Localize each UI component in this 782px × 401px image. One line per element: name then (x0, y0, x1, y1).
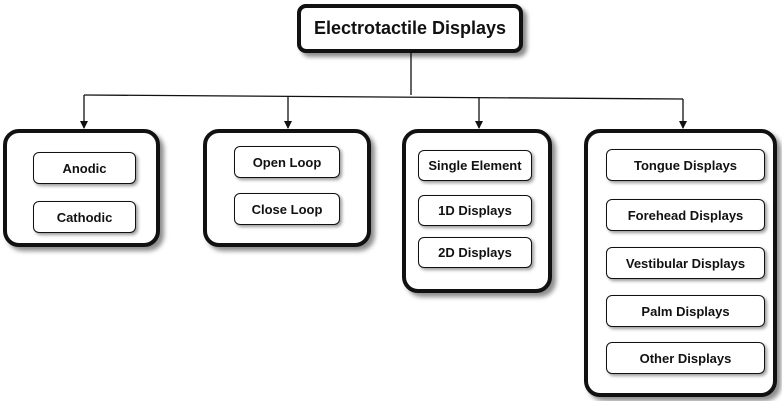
item-other-displays: Other Displays (606, 342, 765, 374)
root-node: Electrotactile Displays (297, 4, 523, 53)
item-2d-displays: 2D Displays (418, 237, 532, 268)
group-dimensionality: Single Element 1D Displays 2D Displays (402, 129, 552, 293)
item-label: Palm Displays (641, 303, 730, 319)
item-label: Open Loop (252, 154, 322, 170)
item-label: Single Element (428, 158, 522, 173)
item-label: Close Loop (251, 201, 323, 217)
item-single-element: Single Element (418, 150, 532, 181)
item-1d-displays: 1D Displays (418, 195, 532, 226)
group-control-loop: Open Loop Close Loop (203, 129, 371, 247)
item-palm-displays: Palm Displays (606, 295, 765, 327)
root-label: Electrotactile Displays (313, 18, 507, 38)
item-label: Anodic (62, 160, 107, 176)
item-label: Cathodic (56, 209, 113, 225)
item-close-loop: Close Loop (234, 193, 340, 225)
group-polarity: Anodic Cathodic (3, 129, 160, 247)
item-label: Vestibular Displays (625, 255, 746, 271)
item-vestibular-displays: Vestibular Displays (606, 247, 765, 279)
item-label: Tongue Displays (633, 157, 738, 173)
item-forehead-displays: Forehead Displays (606, 199, 765, 231)
branch-bus-line (83, 94, 684, 100)
item-label: Other Displays (639, 350, 732, 366)
item-open-loop: Open Loop (234, 146, 340, 178)
item-label: 2D Displays (438, 245, 512, 260)
item-cathodic: Cathodic (33, 201, 136, 233)
group-body-location: Tongue Displays Forehead Displays Vestib… (584, 129, 777, 397)
item-tongue-displays: Tongue Displays (606, 149, 765, 181)
item-label: Forehead Displays (627, 207, 744, 223)
item-label: 1D Displays (438, 203, 512, 218)
item-anodic: Anodic (33, 152, 136, 184)
